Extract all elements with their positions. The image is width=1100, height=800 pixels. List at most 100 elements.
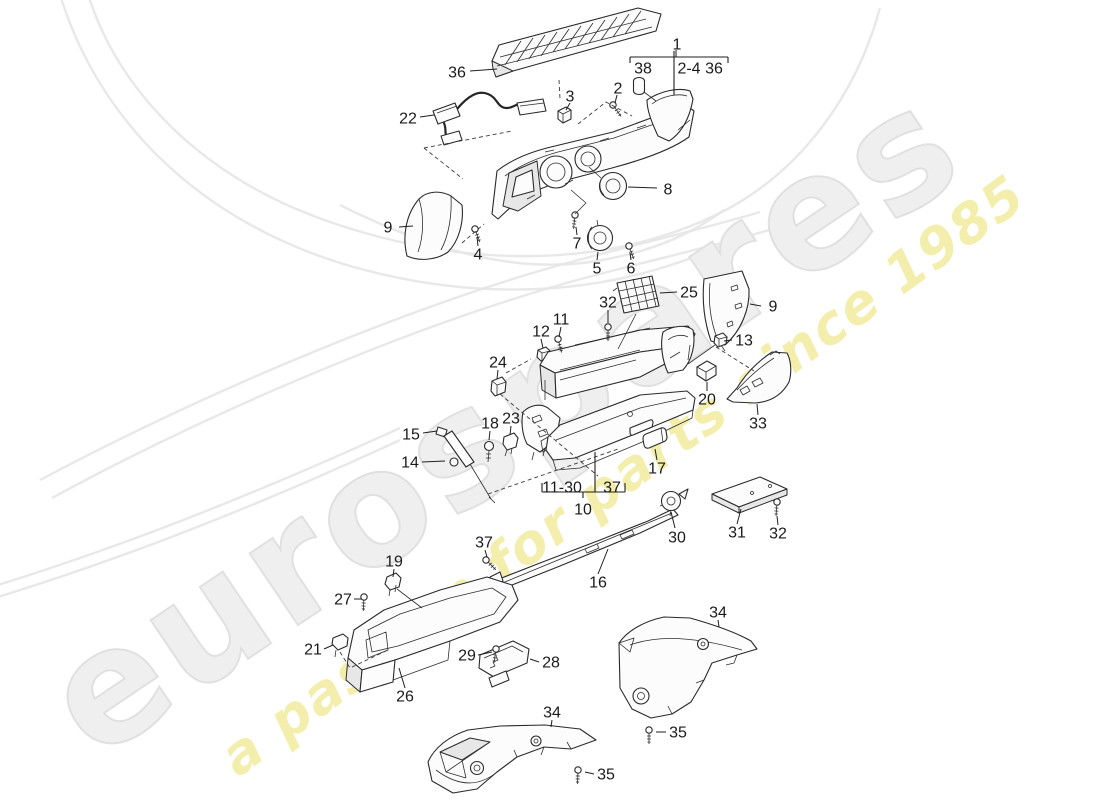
leader-line-9	[749, 303, 762, 307]
part-label-8: 8	[664, 182, 673, 199]
leader-line-23	[509, 425, 512, 436]
leader-line-31	[736, 508, 742, 525]
leader-line-8	[627, 186, 658, 189]
leader-line-34	[717, 619, 720, 628]
part-label-33: 33	[749, 416, 767, 433]
part-label-34: 34	[543, 705, 561, 722]
leader-line-36	[469, 68, 498, 72]
part-34-bottom-bracket-panel	[427, 724, 597, 794]
part-33-lower-trim	[726, 350, 792, 404]
part-7-screw	[569, 210, 580, 230]
leader-line-28	[529, 658, 540, 663]
leader-line-11	[558, 326, 562, 338]
part-label-35: 35	[669, 725, 687, 742]
part-9-right-panel	[702, 270, 750, 352]
part-label-2-4: 2-4	[677, 61, 700, 78]
leader-line-29	[477, 651, 493, 656]
part-24-clip	[490, 376, 507, 397]
parts-artwork	[331, 7, 792, 794]
part-3-clip	[557, 106, 572, 124]
part-26-glovebox-door	[345, 576, 519, 693]
part-label-14: 14	[401, 455, 419, 472]
part-18-ball-stud	[483, 440, 495, 463]
leader-line-25	[659, 291, 678, 294]
part-20-bumper	[696, 360, 717, 382]
part-label-16: 16	[589, 575, 607, 592]
part-31-cover-panel	[711, 476, 788, 514]
part-32-screw-right	[772, 498, 781, 517]
part-label-19: 19	[385, 554, 403, 571]
part-22-wiring-harness	[432, 91, 547, 146]
leader-line-21	[323, 644, 334, 650]
part-label-21: 21	[304, 642, 322, 659]
leader-line-9	[398, 225, 414, 228]
leader-line-19	[392, 568, 395, 578]
part-label-23: 23	[502, 411, 520, 428]
leader-line-34	[550, 719, 553, 728]
part-34-right-bracket-panel	[618, 616, 758, 719]
part-label-18: 18	[481, 416, 499, 433]
part-1-dash-end-cap	[646, 88, 694, 142]
part-label-9: 9	[384, 220, 393, 237]
part-label-10: 10	[574, 502, 592, 519]
part-2-4-dash-panel	[491, 104, 695, 220]
part-9-left-cover	[404, 191, 463, 260]
part-label-15: 15	[402, 427, 420, 444]
part-35-screw-bottom	[573, 766, 582, 785]
part-label-13: 13	[735, 333, 753, 350]
part-label-34: 34	[709, 605, 727, 622]
part-13-clip	[713, 332, 728, 348]
part-35-screw-right	[645, 726, 653, 745]
part-label-4: 4	[474, 247, 483, 264]
part-label-7: 7	[573, 236, 582, 253]
leader-line-14	[421, 460, 446, 463]
leader-line-4	[476, 236, 479, 247]
part-label-11-30: 11-30	[542, 480, 582, 497]
watermark: eurospares a passion for parts since 198…	[0, 0, 1038, 795]
part-label-37: 37	[475, 535, 493, 552]
leader-line-30	[670, 511, 676, 529]
part-label-37: 37	[603, 480, 621, 497]
leader-line-18	[488, 430, 491, 441]
part-30-grommet	[660, 488, 689, 517]
leader-line-7	[575, 226, 578, 236]
part-label-2: 2	[614, 81, 623, 98]
leader-line-32	[776, 515, 779, 526]
part-label-3: 3	[566, 89, 575, 106]
leader-line-5	[596, 251, 599, 261]
part-label-1: 1	[673, 37, 682, 54]
leader-line-2	[614, 94, 618, 104]
leader-line-26	[398, 667, 406, 689]
part-4-screw	[470, 224, 484, 244]
part-label-12: 12	[532, 324, 550, 341]
part-label-9: 9	[769, 299, 778, 316]
label-brackets	[541, 51, 729, 498]
leader-line-35	[584, 771, 595, 775]
part-label-36: 36	[705, 61, 723, 78]
part-label-26: 26	[396, 689, 414, 706]
part-10-glovebox-lid-tray	[540, 390, 696, 471]
part-label-24: 24	[489, 355, 507, 372]
part-label-27: 27	[334, 592, 352, 609]
leader-line-22	[419, 114, 435, 118]
leader-line-37	[484, 549, 488, 558]
leader-line-3	[565, 102, 571, 111]
assembly-lines	[339, 79, 755, 669]
leader-line-17	[654, 448, 658, 461]
part-21-clip	[331, 633, 349, 658]
part-label-31: 31	[728, 525, 746, 542]
part-10-glovebox-housing	[521, 325, 696, 461]
part-2-screw	[607, 99, 625, 119]
part-label-35: 35	[597, 767, 615, 784]
leader-line-6	[629, 252, 632, 261]
part-label-38: 38	[634, 61, 652, 78]
leader-line-24	[496, 369, 499, 380]
part-36-slatted-tray	[491, 7, 662, 78]
leader-line-15	[422, 430, 438, 434]
part-label-32: 32	[599, 295, 617, 312]
leader-line-12	[540, 338, 544, 349]
part-28-latch	[478, 640, 530, 688]
part-label-29: 29	[458, 648, 476, 665]
